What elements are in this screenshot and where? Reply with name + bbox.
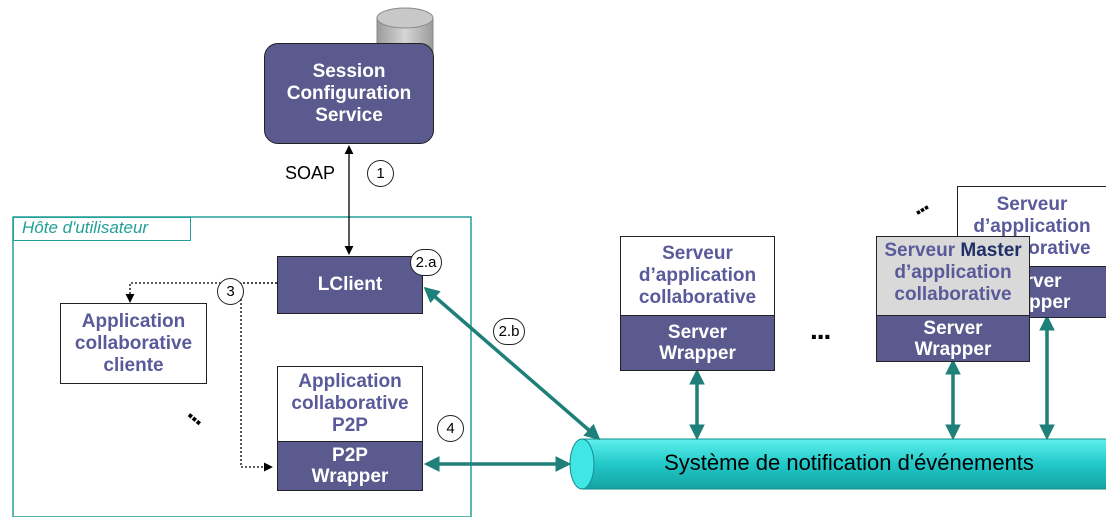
soap-label: SOAP [285,163,336,183]
step-4-badge: 4 [437,415,464,442]
host-label: Hôte d'utilisateur [13,217,191,241]
step-3-badge: 3 [217,278,244,305]
step-2b-badge: 2.b [493,318,525,345]
server-master-rest: d’application collaborative [894,262,1012,305]
server-master-wrapper-node: Server Wrapper [876,315,1030,362]
event-bus [569,438,1106,490]
session-configuration-service-node: Session Configuration Service [264,43,434,144]
server-master-title: Serveur [884,240,956,261]
middle-ellipsis: ... [810,314,831,345]
event-bus-label: Système de notification d'événements [664,450,1034,475]
dotted-arrow-to-p2p-wrapper [240,282,277,472]
app-cliente-node: Application collaborative cliente [60,303,207,384]
arrow-lclient-bus [423,286,601,441]
server1-node: Serveur d’application collaborative [620,236,775,316]
server-master-node: Serveur Master d’application collaborati… [876,236,1030,316]
server-master-badge: Master [960,240,1022,261]
lclient-node: LClient [277,256,423,314]
p2p-wrapper-node: P2P Wrapper [277,441,423,491]
app-p2p-node: Application collaborative P2P [277,366,423,442]
step-2a-badge: 2.a [410,249,442,276]
dotted-arrow-to-app-cliente [125,282,277,303]
step-1-badge: 1 [367,160,394,187]
server1-wrapper-node: Server Wrapper [620,315,775,371]
